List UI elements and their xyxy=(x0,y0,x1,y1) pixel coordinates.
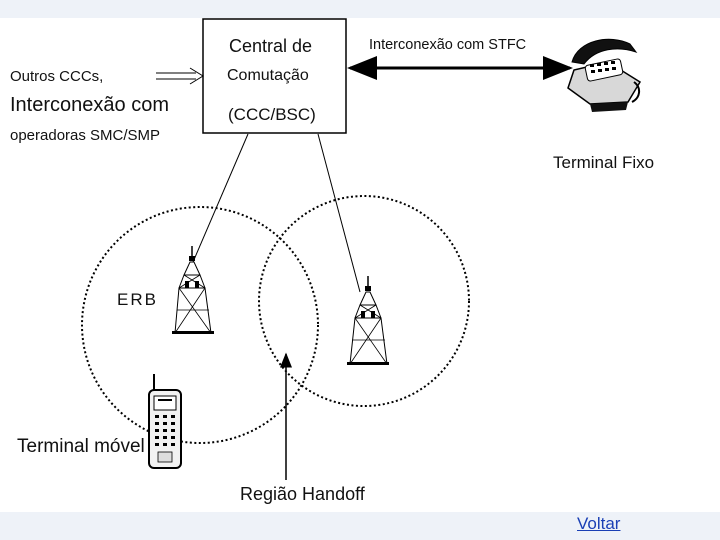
erb-label: ERB xyxy=(117,290,158,309)
top-background-strip xyxy=(0,0,720,18)
handoff-region-label: Região Handoff xyxy=(240,484,365,504)
telephone-icon xyxy=(567,38,642,112)
central-label-line3: (CCC/BSC) xyxy=(228,105,316,124)
central-label-line2: Comutação xyxy=(227,67,309,84)
antenna-tower-icon xyxy=(347,276,389,365)
link-central-tower-right xyxy=(317,133,361,293)
other-operators-line3: operadoras SMC/SMP xyxy=(10,127,161,144)
other-operators-arrow xyxy=(156,67,204,85)
central-label-line1: Central de xyxy=(229,36,313,56)
mobile-phone-icon xyxy=(148,374,182,469)
other-operators-line2: Interconexão com xyxy=(10,94,169,116)
back-link[interactable]: Voltar xyxy=(577,514,621,533)
coverage-cell-left xyxy=(81,206,319,444)
link-central-tower-left xyxy=(192,133,249,263)
antenna-tower-icon xyxy=(172,246,214,334)
other-operators-line1: Outros CCCs, xyxy=(10,68,104,85)
central-box xyxy=(202,18,347,134)
stfc-interconnect-label: Interconexão com STFC xyxy=(369,37,527,53)
mobile-terminal-label: Terminal móvel xyxy=(17,436,145,457)
bottom-background-strip xyxy=(0,512,720,540)
fixed-terminal-label: Terminal Fixo xyxy=(553,153,655,172)
coverage-cell-right xyxy=(258,195,470,407)
